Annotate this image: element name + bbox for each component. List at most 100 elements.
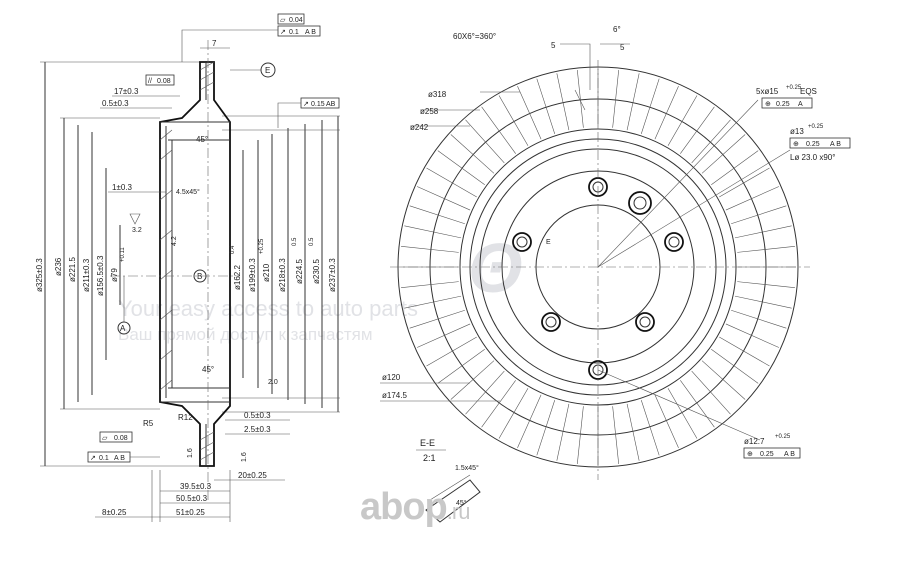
dim-d1745: ø174.5 [382, 391, 407, 400]
dim-17: 17±0.3 [114, 87, 139, 96]
flatness-frame [277, 13, 305, 25]
vane-line [667, 95, 698, 146]
dim-d2245-tol: 0.5 [292, 237, 298, 246]
vane-line [734, 295, 792, 309]
roughness-16a: 1.6 [187, 448, 194, 458]
svg-text:⊕: ⊕ [765, 101, 771, 108]
vane-line [517, 394, 542, 449]
holes-5x15: 5xø15 [756, 87, 779, 96]
flatness-value: 0.04 [289, 17, 303, 24]
vane-line [401, 281, 459, 288]
dim-25: 2.5±0.3 [244, 425, 271, 434]
abop-logo: abop.ru [360, 486, 470, 529]
roughness-32: 3.2 [132, 227, 142, 234]
position-c-value: 0.25 [760, 451, 774, 458]
dim-d210-tol: +0.25 [259, 238, 265, 254]
svg-text://: // [148, 78, 152, 85]
dim-d318: ø318 [428, 90, 447, 99]
dim-width-7: 7 [212, 39, 217, 48]
radius-r5: R5 [143, 419, 154, 428]
vane-line [737, 281, 795, 288]
vane-line [498, 95, 529, 146]
section-label-ee: E-E [420, 438, 435, 448]
flatness-frame-bottom [99, 431, 133, 443]
detail-angle: 45° [456, 499, 467, 507]
vane-line [404, 225, 462, 239]
disc-profile [159, 61, 231, 467]
dim-d199: ø199±0.3 [248, 258, 257, 292]
detail-chamfer: 1.5x45° [455, 464, 479, 472]
vane-line [465, 119, 505, 164]
vane-line [667, 388, 698, 439]
vane-line [401, 246, 459, 253]
vane-line [437, 150, 485, 185]
dim-8: 8±0.25 [102, 508, 127, 517]
roughness-42: 4.2 [171, 236, 178, 246]
dim-d2215: ø221.5 [68, 257, 77, 282]
roughness-20: 2.0 [268, 379, 278, 386]
svg-text:AB: AB [326, 101, 336, 108]
svg-text:↗: ↗ [280, 29, 286, 36]
front-view: 60X6°=360° 6° 5 5 ø318 ø258 ø242 5xø15 +… [380, 25, 851, 523]
svg-text:▱: ▱ [102, 435, 108, 442]
position-a-value: 0.25 [776, 101, 790, 108]
runout-top-datum: A B [305, 29, 316, 36]
dim-d211: ø211±0.3 [82, 258, 91, 292]
dim-395: 39.5±0.3 [180, 482, 212, 491]
flatness-bottom-value: 0.08 [114, 435, 128, 442]
locating-hole [628, 191, 652, 215]
vane-line [654, 85, 679, 140]
vane-line [701, 134, 746, 174]
hole-d13: ø13 [790, 127, 804, 136]
vane-line [612, 406, 619, 464]
radius-r12: R12 [178, 413, 193, 422]
vane-line [450, 134, 495, 174]
parallel-frame [145, 74, 175, 86]
parallel-value: 0.08 [157, 78, 171, 85]
dim-d162-tol: 0.4 [230, 245, 236, 254]
dim-d325: ø325±0.3 [35, 258, 44, 292]
vane-line [626, 403, 640, 461]
vane-line [711, 150, 759, 185]
flatness-symbol: ▱ [280, 17, 286, 24]
dim-1: 1±0.3 [112, 183, 133, 192]
vane-line [556, 73, 570, 131]
vane-line [498, 388, 529, 439]
watermark-line-2: Ваш прямой доступ к запчастям [118, 325, 373, 344]
vane-line [536, 400, 556, 456]
vane-line [404, 295, 462, 309]
bolt-hole [512, 232, 532, 252]
dim-d79-tol: +0.11 [120, 247, 126, 262]
dim-d258: ø258 [420, 107, 439, 116]
holes-eqs: EQS [800, 87, 817, 96]
hole-d13-tol: +0.25 [808, 124, 824, 130]
svg-text:⊕: ⊕ [747, 451, 753, 458]
dim-20: 20±0.25 [238, 471, 267, 480]
vane-line [626, 73, 640, 131]
vane-line [680, 106, 715, 154]
dim-d237: ø237±0.3 [328, 258, 337, 292]
vane-line [719, 336, 770, 367]
position-b-datum: A B [830, 141, 841, 148]
vane-line [577, 70, 584, 128]
vane-line [725, 323, 780, 348]
dim-d218: ø218±0.3 [278, 258, 287, 292]
vane-line [556, 403, 570, 461]
bolt-hole [664, 232, 684, 252]
hole-d127: ø12.7 [744, 437, 765, 446]
vane-line [731, 309, 787, 329]
runout-015-value: 0.15 [311, 101, 325, 108]
vane-line [517, 85, 542, 140]
position-frame-c [743, 447, 801, 459]
vane-line [640, 400, 660, 456]
vane-line [450, 360, 495, 400]
dim-d2305-tol: 0.5 [309, 237, 315, 246]
vane-line [481, 380, 516, 428]
vane-line [409, 205, 465, 225]
vane-line [691, 370, 731, 415]
holes-5x15-tol: +0.25 [786, 85, 802, 91]
watermark-line-1: Your easy access to auto parts [118, 296, 418, 321]
position-frame-a [761, 97, 813, 109]
position-b-value: 0.25 [806, 141, 820, 148]
